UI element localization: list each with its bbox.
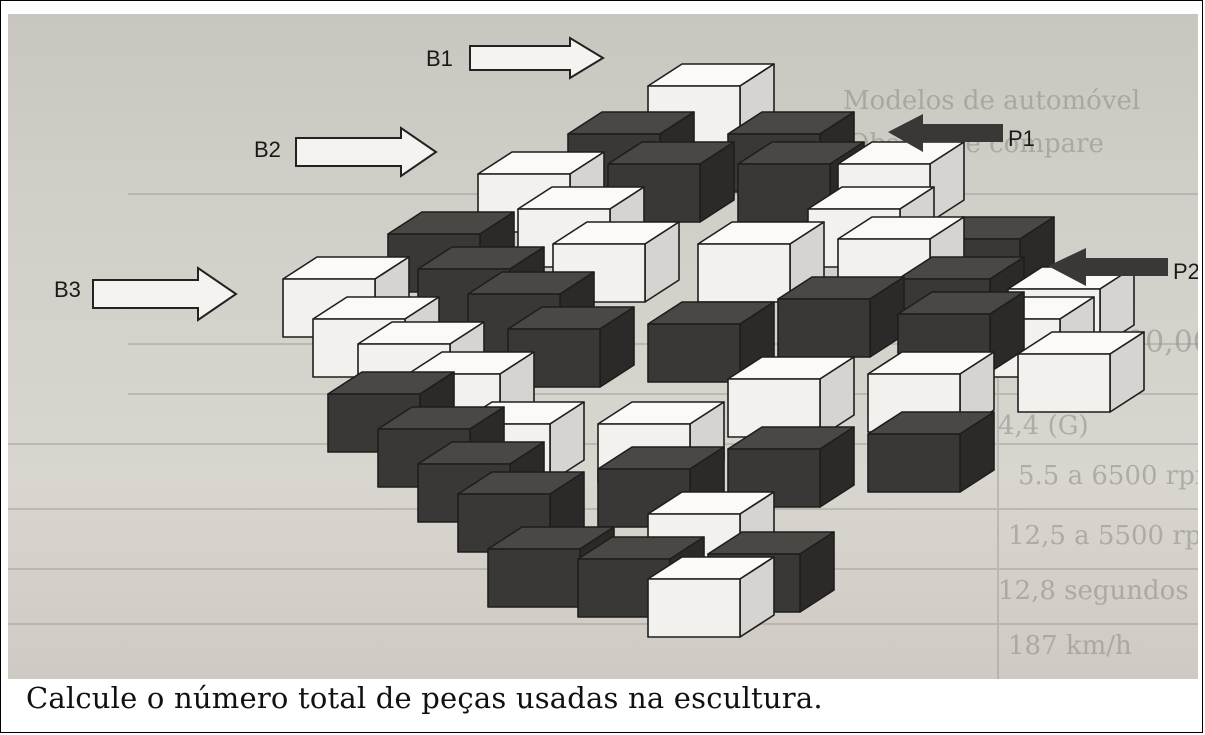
cube-sculpture: B1 B2 B3 P1 P2 — [54, 36, 1198, 638]
cube — [647, 556, 775, 638]
arrow-p1: P1 — [888, 114, 1035, 152]
label-b1: B1 — [426, 46, 453, 71]
arrow-b2: B2 — [254, 126, 438, 178]
label-b3: B3 — [54, 277, 81, 302]
label-b2: B2 — [254, 137, 281, 162]
svg-text:Modelos de automóvel: Modelos de automóvel — [843, 86, 1140, 116]
cube — [867, 411, 995, 493]
cube — [697, 221, 825, 303]
cube — [897, 291, 1025, 373]
cube — [1017, 331, 1145, 413]
svg-text:12,8 segundos: 12,8 segundos — [998, 576, 1189, 606]
arrow-b1: B1 — [426, 36, 605, 80]
arrow-p2: P2 — [1048, 248, 1198, 286]
svg-text:4,4 (G): 4,4 (G) — [998, 411, 1089, 441]
cube — [727, 356, 855, 438]
svg-text:187 km/h: 187 km/h — [1008, 631, 1132, 661]
sculpture-figure: Modelos de automóvel Observe e compare R… — [8, 14, 1198, 679]
arrow-b3: B3 — [54, 266, 238, 322]
label-p2: P2 — [1173, 259, 1198, 284]
svg-text:5.5 a 6500 rpm: 5.5 a 6500 rpm — [1018, 461, 1198, 491]
cube-stack — [282, 63, 1145, 638]
question-text: Calcule o número total de peças usadas n… — [26, 681, 823, 715]
svg-text:12,5 a 5500 rpm: 12,5 a 5500 rpm — [1008, 521, 1198, 551]
cube — [727, 426, 855, 508]
cube — [777, 276, 905, 358]
label-p1: P1 — [1008, 126, 1035, 151]
